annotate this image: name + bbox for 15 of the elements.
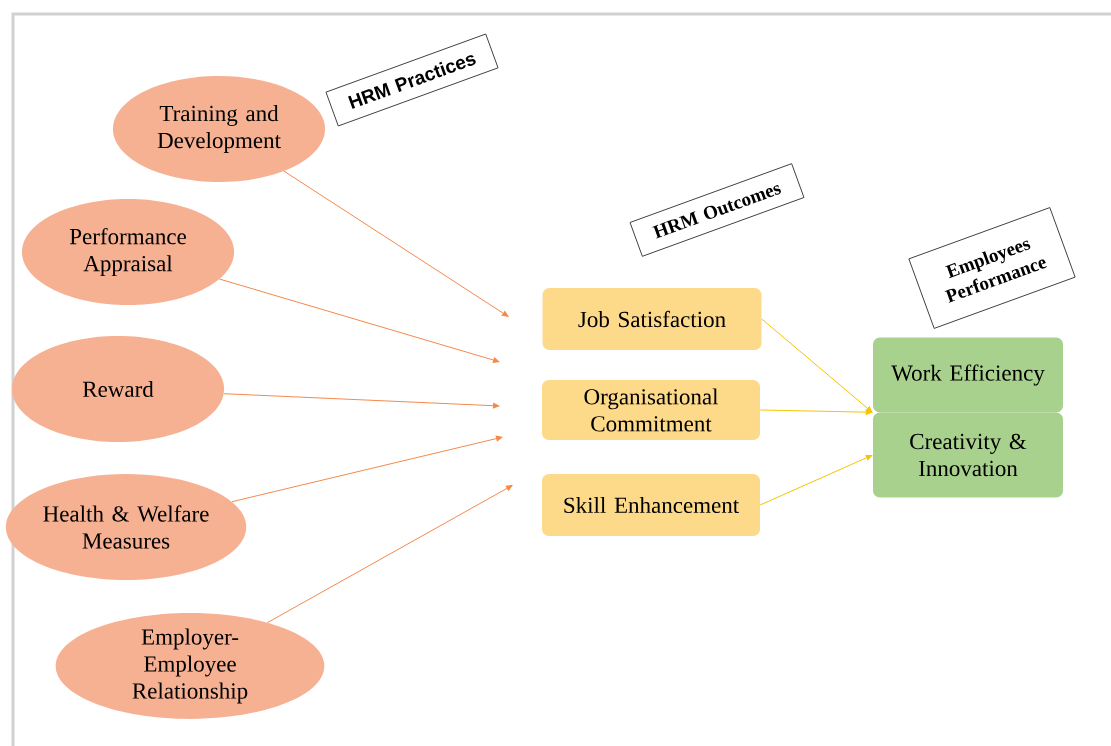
performance-box: Creativity & Innovation [873, 412, 1063, 498]
arrow [267, 485, 513, 624]
performance-box: Work Efficiency [873, 337, 1063, 413]
arrow [231, 435, 503, 503]
outcome-box: Skill Enhancement [542, 474, 760, 536]
arrow [761, 318, 873, 413]
arrow [219, 278, 500, 363]
arrow [223, 393, 500, 409]
node-label: Work Efficiency [891, 364, 1045, 386]
arrow [759, 454, 873, 506]
outcome-box: Organisational Commitment [542, 380, 760, 440]
outcome-box: Job Satisfaction [542, 288, 762, 350]
node-label: Creativity & Innovation [910, 433, 1027, 477]
arrow [283, 170, 509, 317]
arrow [759, 409, 873, 416]
